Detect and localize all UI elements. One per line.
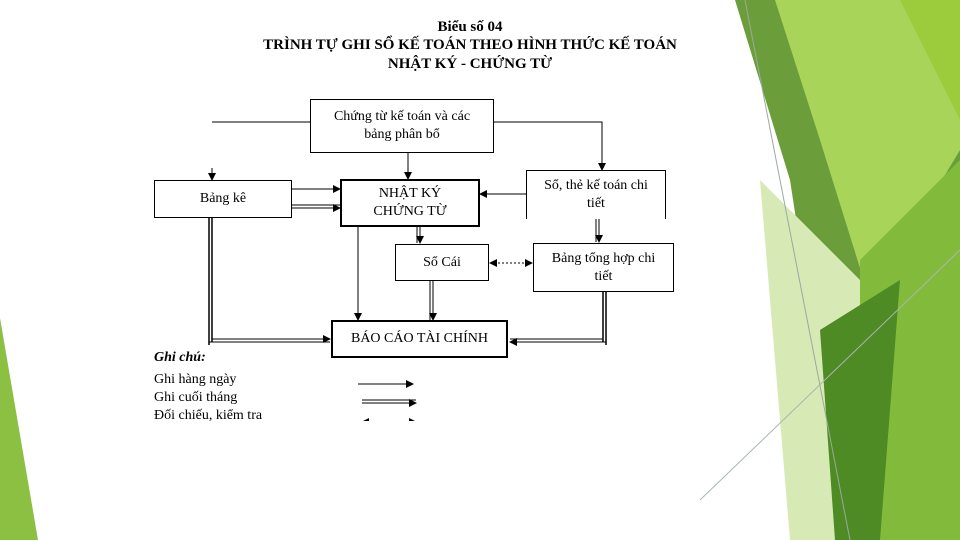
node-so-the-label: Sổ, thẻ kế toán chi tiết — [544, 178, 648, 211]
node-bao-cao-label: BÁO CÁO TÀI CHÍNH — [350, 331, 489, 346]
node-bang-tong-hop-label: Bảng tổng hợp chi tiết — [551, 250, 656, 284]
node-nhat-ky-label: NHẬT KÝ CHỨNG TỪ — [373, 186, 447, 219]
node-chung-tu: Chứng từ kế toán và các bảng phân bổ — [310, 99, 494, 153]
diagram-subtitle: NHẬT KÝ - CHỨNG TỪ — [387, 56, 553, 72]
node-so-the: Sổ, thẻ kế toán chi tiết — [526, 170, 666, 219]
left-green-wedge — [0, 318, 38, 540]
line-chungtu-sothe — [494, 121, 606, 171]
right-deep-band — [820, 280, 900, 540]
node-so-cai-label: Sổ Cái — [423, 254, 461, 270]
legend-month-end: Ghi cuối tháng — [154, 390, 238, 405]
node-so-cai: Sổ Cái — [395, 244, 489, 281]
legend-reconcile: Đối chiếu, kiểm tra — [154, 408, 263, 423]
right-lime-band — [900, 0, 960, 120]
diagram-title: TRÌNH TỰ GHI SỔ KẾ TOÁN THEO HÌNH THỨC K… — [263, 37, 677, 53]
legend-daily: Ghi hàng ngày — [154, 372, 237, 387]
diagram-number: Biểu số 04 — [437, 19, 503, 35]
node-bao-cao: BÁO CÁO TÀI CHÍNH — [331, 320, 508, 358]
image-crop-edge — [150, 421, 450, 431]
node-bang-tong-hop: Bảng tổng hợp chi tiết — [533, 243, 674, 292]
node-chung-tu-label: Chứng từ kế toán và các bảng phân bổ — [333, 109, 471, 142]
legend-heading: Ghi chú: — [154, 350, 206, 365]
node-nhat-ky: NHẬT KÝ CHỨNG TỪ — [340, 179, 480, 227]
node-bang-ke: Bảng kê — [154, 180, 292, 218]
node-bang-ke-label: Bảng kê — [199, 191, 247, 206]
